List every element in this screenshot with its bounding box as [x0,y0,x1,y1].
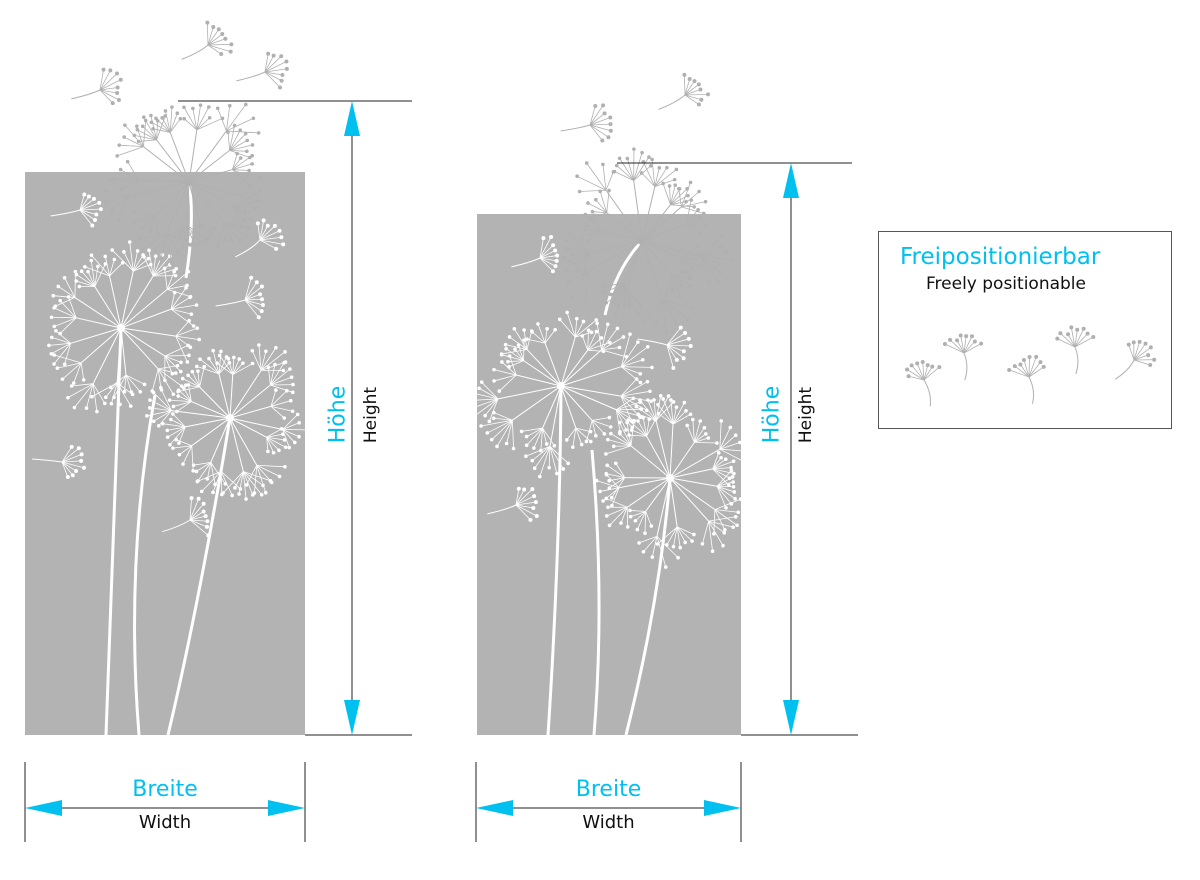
arrow-down-icon [344,700,360,735]
arrow-right-icon [704,800,741,816]
width-label-de: Breite [575,777,642,802]
arrow-left-icon [25,800,62,816]
height-label-en: Height [796,386,816,444]
dimension-lines [24,100,858,842]
dimension-arrows [25,101,799,816]
arrow-down-icon [783,700,799,735]
dandelion-pattern [32,20,748,736]
arrow-up-icon [783,163,799,198]
height-label-de: Höhe [759,385,785,444]
height-label-de: Höhe [325,385,351,444]
panel-left [25,172,305,735]
arrow-left-icon [476,800,513,816]
legend-title-en: Freely positionable [926,274,1086,294]
loose-seeds-illustration [905,325,1157,407]
arrow-right-icon [268,800,305,816]
width-label-en: Width [138,812,192,833]
width-label-de: Breite [132,777,198,802]
arrow-up-icon [344,101,360,136]
width-label-en: Width [582,812,635,833]
height-label-en: Height [361,386,381,444]
legend-box: Freipositionierbar Freely positionable [878,231,1172,429]
legend-title-de: Freipositionierbar [900,244,1101,270]
